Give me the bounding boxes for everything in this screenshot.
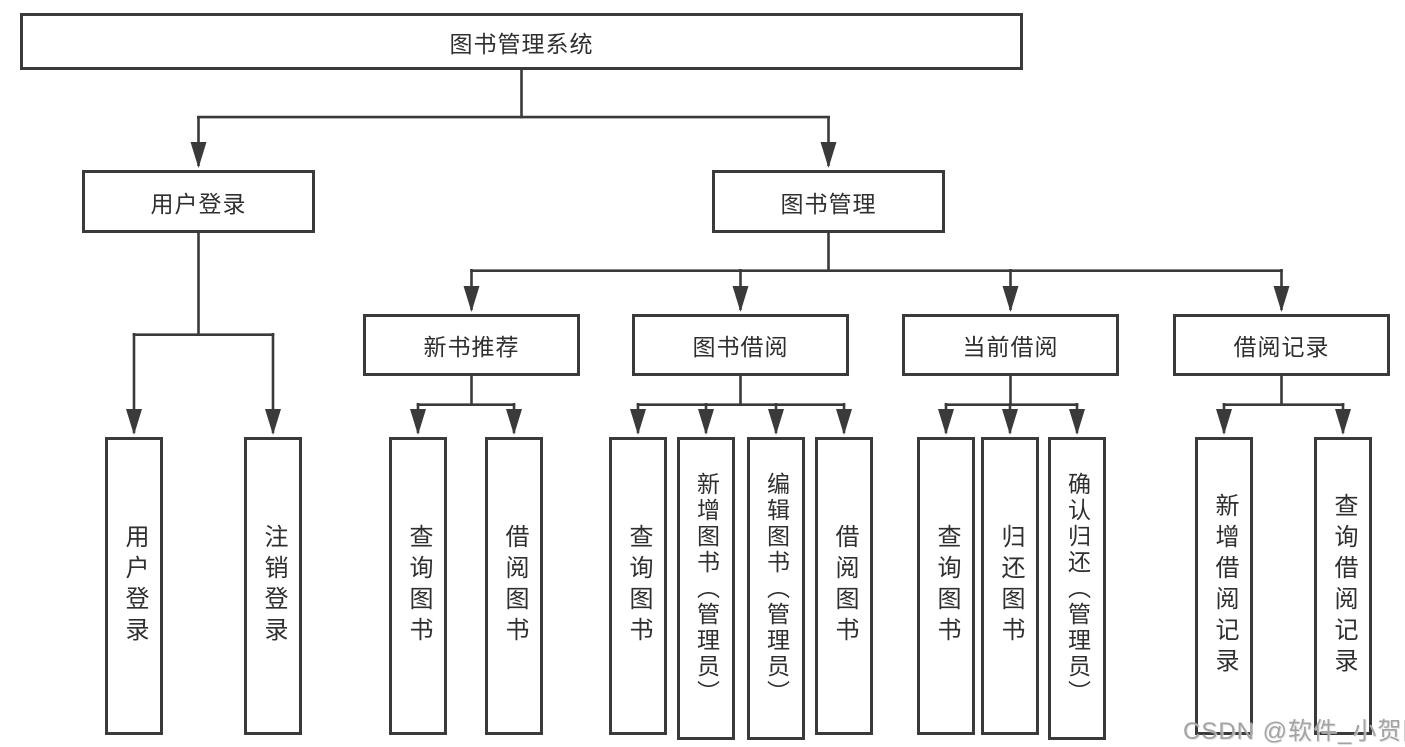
node-book-borrow: 图书借阅 (632, 314, 849, 376)
node-current-borrow: 当前借阅 (902, 314, 1119, 376)
leaf-add-book-admin: 新增图书（管理员） (677, 437, 735, 740)
leaf-logout-label: 注销登录 (260, 524, 287, 648)
leaf-return-book-label: 归还图书 (997, 524, 1024, 648)
node-user-login: 用户登录 (82, 170, 315, 233)
leaf-logout: 注销登录 (244, 437, 302, 735)
leaf-user-login-label: 用户登录 (121, 524, 148, 648)
node-book-management: 图书管理 (712, 170, 945, 233)
node-borrow-records: 借阅记录 (1173, 314, 1390, 376)
leaf-query-borrow-record-label: 查询借阅记录 (1330, 493, 1357, 679)
leaf-borrow-books-2: 借阅图书 (815, 437, 873, 735)
leaf-query-borrow-record: 查询借阅记录 (1314, 437, 1372, 735)
node-current-borrow-label: 当前借阅 (962, 334, 1059, 360)
leaf-add-borrow-record: 新增借阅记录 (1195, 437, 1253, 735)
leaf-query-books-2-label: 查询图书 (625, 524, 652, 648)
leaf-user-login: 用户登录 (105, 437, 163, 735)
node-user-login-label: 用户登录 (150, 190, 247, 217)
leaf-query-books-2: 查询图书 (609, 437, 667, 735)
node-book-management-label: 图书管理 (780, 190, 877, 217)
leaf-query-books-3: 查询图书 (917, 437, 975, 735)
node-book-borrow-label: 图书借阅 (692, 334, 789, 360)
leaf-borrow-books-1: 借阅图书 (485, 437, 543, 735)
leaf-edit-book-admin: 编辑图书（管理员） (747, 437, 805, 740)
leaf-edit-book-admin-label: 编辑图书（管理员） (763, 471, 790, 706)
leaf-confirm-return-admin-label: 确认归还（管理员） (1064, 471, 1091, 706)
node-new-book-recommend-label: 新书推荐 (423, 334, 520, 360)
leaf-borrow-books-1-label: 借阅图书 (501, 524, 528, 648)
node-borrow-records-label: 借阅记录 (1233, 334, 1330, 360)
node-root: 图书管理系统 (20, 13, 1023, 70)
leaf-query-books-1-label: 查询图书 (405, 524, 432, 648)
leaf-confirm-return-admin: 确认归还（管理员） (1048, 437, 1106, 740)
leaf-query-books-3-label: 查询图书 (933, 524, 960, 648)
leaf-return-book: 归还图书 (981, 437, 1039, 735)
node-root-label: 图书管理系统 (449, 30, 594, 57)
leaf-add-book-admin-label: 新增图书（管理员） (693, 471, 720, 706)
leaf-borrow-books-2-label: 借阅图书 (831, 524, 858, 648)
node-new-book-recommend: 新书推荐 (363, 314, 580, 376)
leaf-query-books-1: 查询图书 (389, 437, 447, 735)
leaf-add-borrow-record-label: 新增借阅记录 (1211, 493, 1238, 679)
